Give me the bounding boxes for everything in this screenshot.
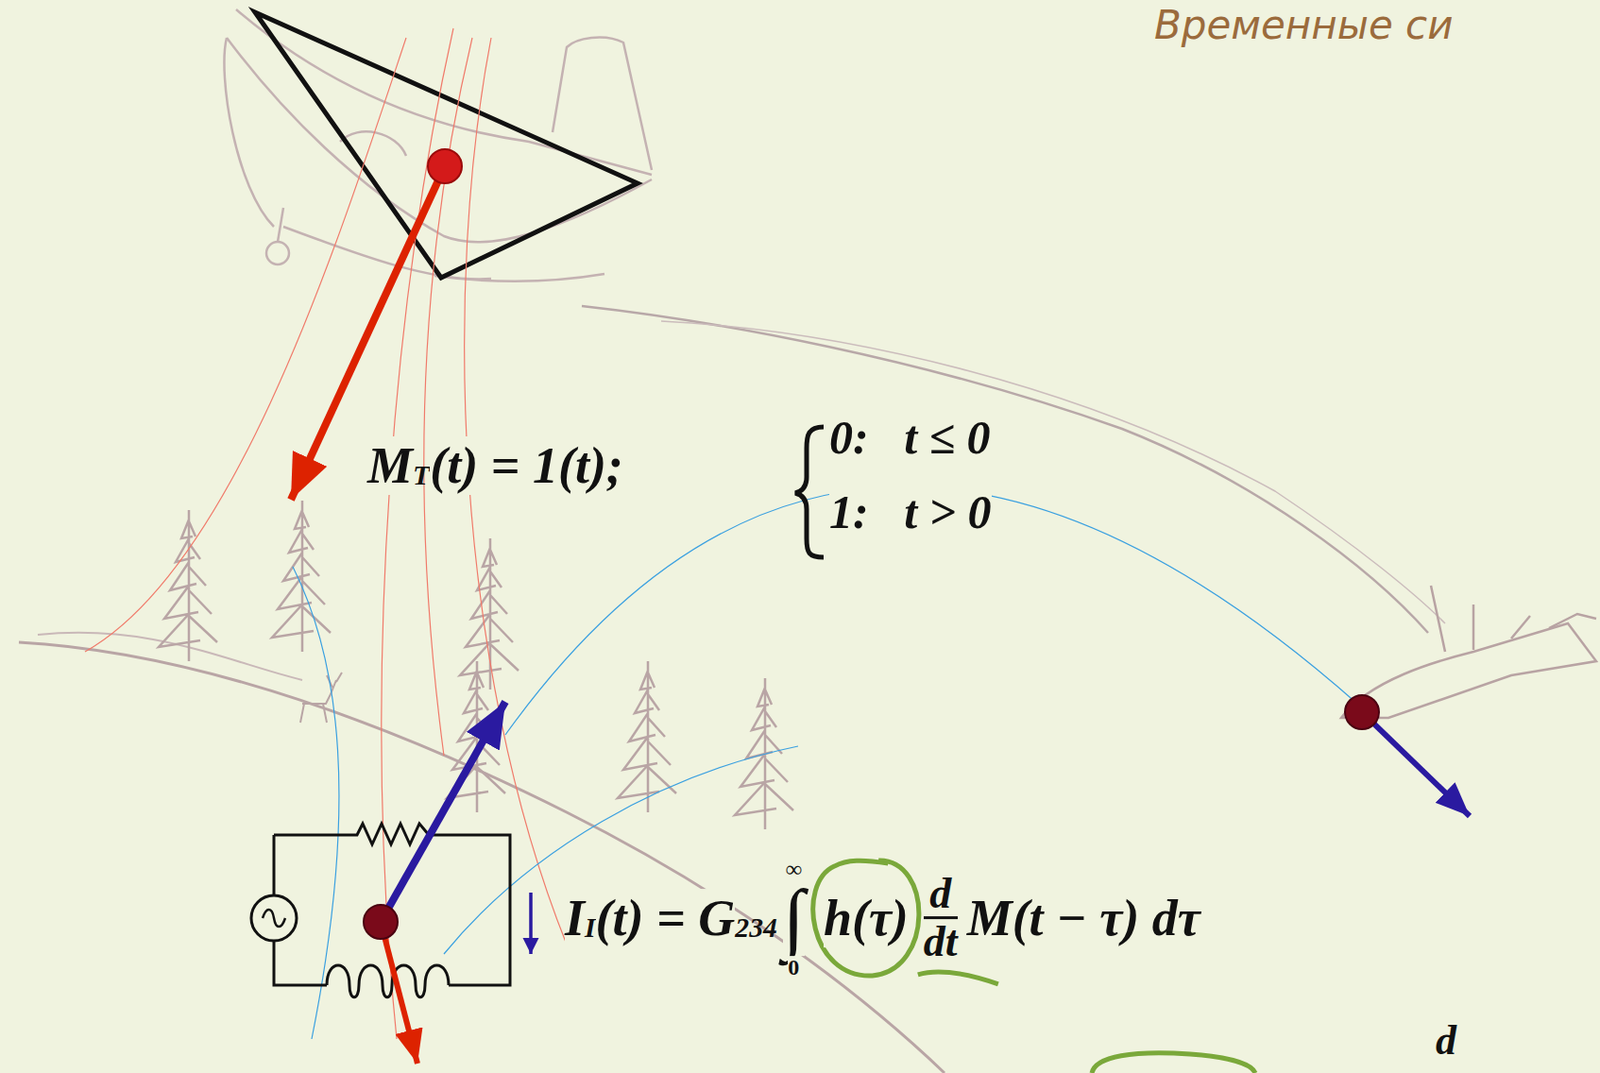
integral-limit: ∞ <box>785 857 802 881</box>
deer-sketch <box>300 672 342 723</box>
force-arrow <box>380 701 506 922</box>
formula-fragment: d <box>1435 1020 1457 1062</box>
highlight-scribble <box>918 971 999 985</box>
ground-line <box>18 642 945 1073</box>
force-arrow <box>290 166 445 500</box>
fraction-numerator: d <box>929 870 952 917</box>
formula-term: M(t − τ) dτ <box>967 888 1201 948</box>
integral-sign: ∫ <box>782 880 805 956</box>
trajectory <box>581 306 1429 633</box>
fraction-denominator: dt <box>923 916 958 965</box>
highlight-scribble <box>1091 1053 1256 1073</box>
field-lines-red <box>85 28 567 1039</box>
force-arrow <box>1361 712 1470 817</box>
airplane-sketch <box>223 9 652 282</box>
circuit <box>251 823 511 998</box>
point-dot <box>363 904 398 939</box>
formula: II(t) = G234 ∞ ∫ 0 h(τ) d dt M(t − τ) dτ <box>564 857 1201 979</box>
formula-symbol: M <box>367 436 413 495</box>
formula-fragment: d <box>1435 1017 1457 1064</box>
capsule-sketch <box>1341 585 1597 718</box>
trees <box>158 500 794 830</box>
force-arrow <box>380 921 418 1064</box>
formula-text: (t) = 1(t); <box>429 436 624 495</box>
point-dot <box>427 149 462 184</box>
integral: ∞ ∫ 0 <box>782 857 805 979</box>
formula: MT(t) = 1(t); <box>367 436 624 495</box>
brace <box>795 426 824 558</box>
formula-case: 1: t > 0 <box>829 486 992 539</box>
formula-text: (t) = G <box>595 888 736 948</box>
formula-symbol: I <box>564 888 585 948</box>
formula-subscript: T <box>412 459 430 492</box>
formula-case: 0: t ≤ 0 <box>829 411 990 464</box>
point-dot <box>1344 695 1379 730</box>
highlight-circle <box>813 860 920 976</box>
formula-term: h(τ) <box>823 888 909 948</box>
trajectory <box>661 321 1446 624</box>
fraction: d dt <box>923 870 958 966</box>
current-arrow <box>528 892 533 954</box>
formula-case: 0: t ≤ 0 <box>829 410 990 464</box>
slide-title: Временные си <box>1154 1 1454 49</box>
triangle <box>255 12 638 278</box>
formula-subscript: I <box>584 912 596 944</box>
formula-subscript: 234 <box>734 912 778 944</box>
integral-limit: 0 <box>787 955 800 979</box>
formula-case: 1: t > 0 <box>829 485 992 539</box>
field-lines-blue <box>292 486 1358 1039</box>
ground-line <box>37 632 303 681</box>
